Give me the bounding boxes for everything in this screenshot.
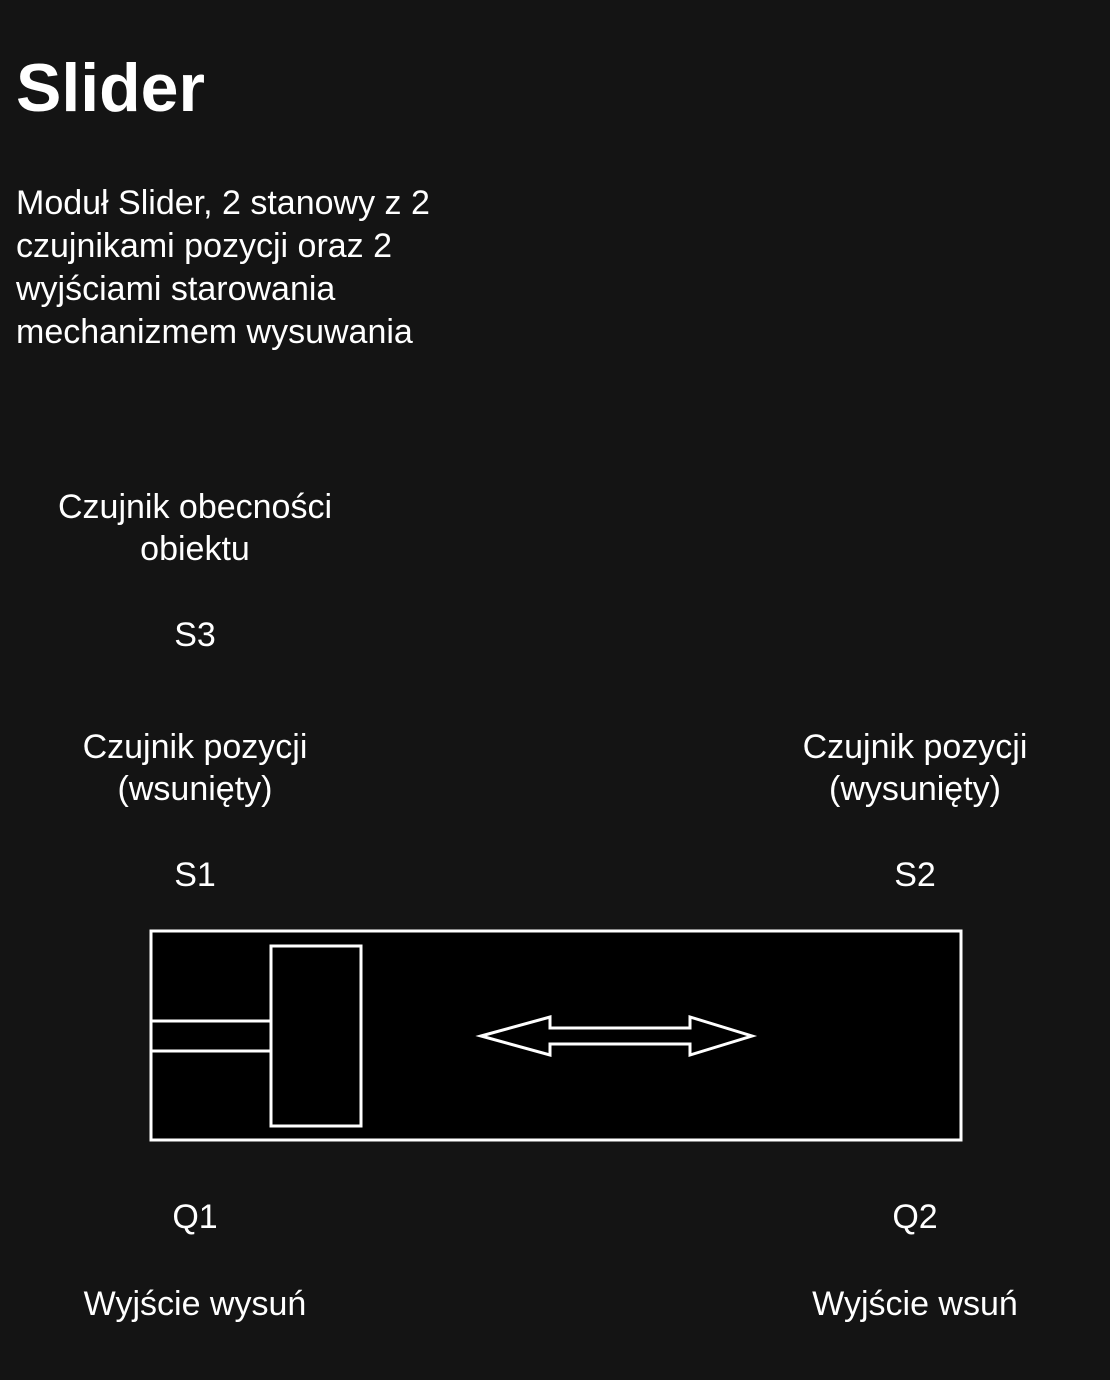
s2-sensor-label: Czujnik pozycji (wysunięty) <box>802 728 1028 808</box>
s1-sensor-label: Czujnik pozycji (wsunięty) <box>82 728 308 808</box>
s1-sensor-code: S1 <box>174 856 216 894</box>
q1-output-label: Wyjście wysuń <box>83 1285 307 1323</box>
s3-sensor-label: Czujnik obecności obiektu <box>57 488 333 568</box>
piston-rod <box>149 1019 273 1053</box>
module-description: Moduł Slider, 2 stanowy z 2 czujnikami p… <box>16 184 430 351</box>
s2-sensor-code: S2 <box>894 856 936 894</box>
q1-output-code: Q1 <box>172 1198 218 1236</box>
double-arrow-icon <box>475 1014 758 1058</box>
piston-head <box>269 944 363 1128</box>
q2-output-label: Wyjście wsuń <box>812 1285 1018 1323</box>
s3-sensor-code: S3 <box>174 616 216 654</box>
q2-output-code: Q2 <box>892 1198 938 1236</box>
page-title: Slider <box>16 50 205 126</box>
